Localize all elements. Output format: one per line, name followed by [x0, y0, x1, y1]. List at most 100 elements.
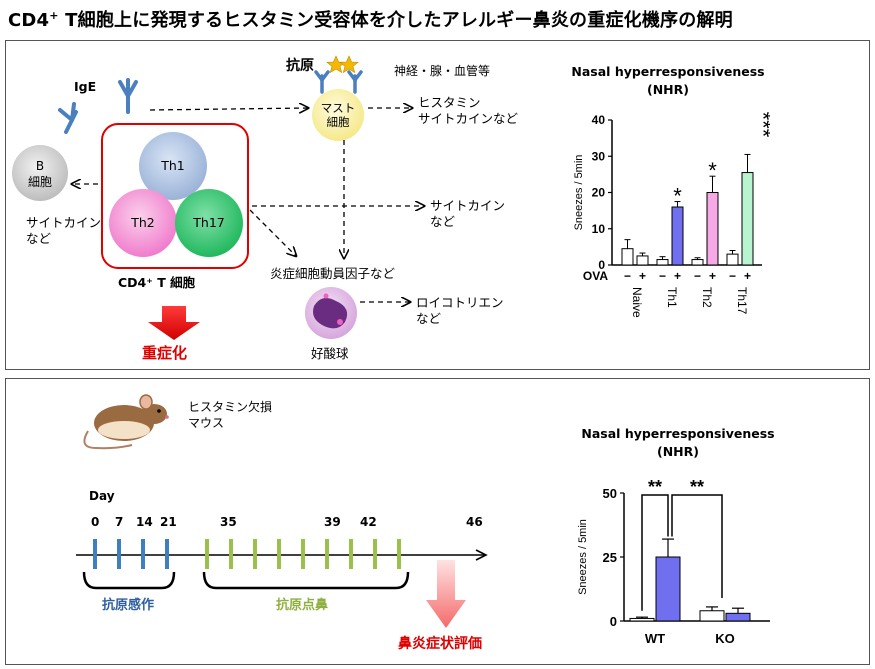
challenge-label: 抗原点鼻: [276, 598, 329, 613]
ova-sign: +: [674, 269, 681, 283]
ige-antibody-icon: [58, 78, 138, 134]
mechanism-panel: [5, 40, 870, 370]
cd4-t-cell-label: CD4⁺ T 細胞: [118, 275, 196, 290]
day-7: 7: [115, 515, 124, 529]
bar: [691, 259, 704, 266]
evaluation-arrow-icon: [426, 560, 466, 628]
sensitization-bracket: [82, 571, 176, 590]
th1-cell: [139, 132, 207, 200]
page-title: CD4+ T細胞上に発現するヒスタミン受容体を介したアレルギー鼻炎の重症化機序の…: [8, 9, 733, 31]
challenge-bracket: [202, 571, 410, 590]
th17-cell: [175, 189, 243, 257]
ova-sign: +: [744, 269, 751, 283]
ova-sign: −: [624, 269, 631, 283]
day-label: Day: [89, 489, 115, 503]
significance-mark: **: [690, 477, 704, 497]
day-14: 14: [136, 515, 153, 529]
b-products-label: サイトカインなど: [26, 215, 102, 246]
bar: [636, 255, 649, 266]
ige-label: IgE: [74, 79, 97, 94]
ova-label: OVA: [583, 269, 608, 283]
significance-mark: *: [673, 184, 682, 209]
y-tick-label: 40: [592, 113, 606, 127]
day-42: 42: [360, 515, 377, 529]
eosinophil-granule: [337, 319, 343, 325]
ova-sign: −: [659, 269, 666, 283]
bar: [699, 610, 725, 622]
ova-sign: −: [694, 269, 701, 283]
evaluation-label: 鼻炎症状評価: [398, 636, 482, 652]
bar: [629, 617, 655, 622]
significance-bracket: [671, 494, 723, 598]
bar: [656, 259, 669, 266]
leukotriene-label: ロイコトリエンなど: [416, 295, 504, 326]
ova-sign: +: [709, 269, 716, 283]
mast-products-label: ヒスタミンサイトカインなど: [418, 95, 519, 126]
bar: [621, 248, 634, 266]
antigen-label: 抗原: [286, 58, 314, 74]
ova-sign: −: [729, 269, 736, 283]
y-tick-label: 0: [598, 258, 605, 272]
y-axis-label: Sneezes / 5min: [577, 519, 589, 595]
group-label: Naive: [630, 287, 644, 318]
chart2-title: Nasal hyperresponsiveness: [581, 426, 775, 441]
y-tick-label: 25: [603, 550, 617, 565]
mast-ige-receptor-icon: [314, 70, 363, 94]
inflammatory-factor-label: 炎症細胞動員因子など: [270, 266, 396, 281]
y-axis-label: Sneezes / 5min: [573, 155, 585, 231]
chart2-subtitle: (NHR): [657, 444, 699, 459]
significance-mark: ***: [751, 112, 771, 138]
antigen-star-icon: [326, 55, 359, 74]
cd4-t-cell-box: [101, 123, 249, 269]
mouse-label: ヒスタミン欠損マウス: [188, 400, 273, 430]
severity-label: 重症化: [142, 344, 188, 362]
mast-targets-label: 神経・腺・血管等: [394, 64, 491, 78]
day-21: 21: [160, 515, 177, 529]
cytokine-right-label: サイトカインなど: [430, 198, 506, 229]
pathway-arrows: [72, 108, 424, 302]
group-label: Th1: [665, 287, 679, 308]
sensitization-ticks: [93, 539, 169, 569]
day-46: 46: [466, 515, 483, 529]
bar: [655, 556, 681, 622]
bar: [725, 612, 751, 622]
y-tick-label: 0: [610, 614, 617, 629]
chart1-title: Nasal hyperresponsiveness: [571, 64, 765, 79]
bar: [741, 172, 754, 266]
y-tick-label: 20: [592, 186, 606, 200]
chart1-subtitle: (NHR): [647, 82, 689, 97]
challenge-ticks: [205, 539, 401, 569]
category-label: KO: [715, 631, 735, 646]
significance-mark: **: [648, 477, 662, 497]
bar: [726, 253, 739, 266]
group-label: Th2: [700, 287, 714, 308]
th2-label: Th2: [131, 215, 155, 230]
bar: [706, 192, 719, 266]
eosinophil-granule: [323, 293, 329, 299]
day-0: 0: [91, 515, 100, 529]
y-tick-label: 30: [592, 149, 606, 163]
y-tick-label: 10: [592, 222, 606, 236]
significance-mark: *: [708, 158, 717, 183]
sensitization-label: 抗原感作: [102, 598, 155, 613]
y-tick-label: 50: [603, 486, 617, 501]
ova-sign: +: [639, 269, 646, 283]
th2-cell: [109, 189, 177, 257]
mouse-icon: [83, 394, 169, 450]
severity-arrow-icon: [148, 306, 200, 340]
mast-cell: [312, 89, 364, 141]
b-cell: [12, 145, 68, 201]
th1-label: Th1: [161, 158, 185, 173]
eosinophil-label: 好酸球: [311, 346, 349, 361]
mast-cell-label: マスト細胞: [320, 101, 356, 129]
experiment-panel: [5, 378, 870, 665]
significance-bracket: [641, 494, 669, 611]
category-label: WT: [645, 631, 665, 646]
th17-label: Th17: [193, 215, 225, 230]
day-35: 35: [220, 515, 237, 529]
bar: [671, 206, 684, 266]
